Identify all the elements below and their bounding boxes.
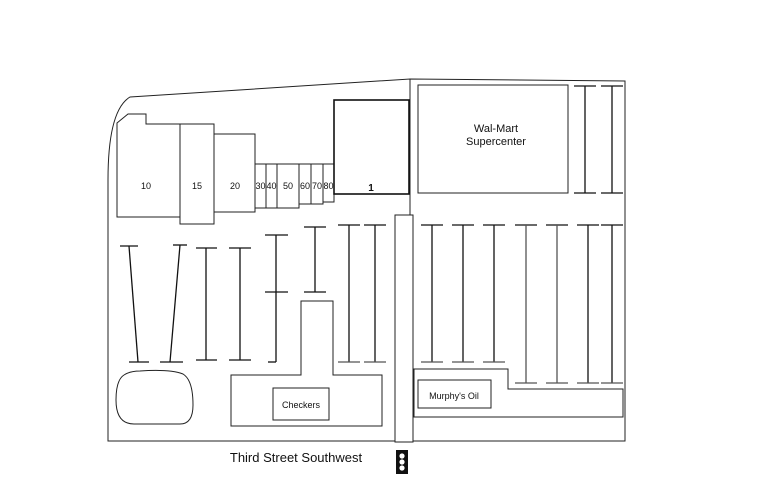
building-unit-15[interactable] — [179, 123, 215, 225]
building-unit-10[interactable] — [116, 113, 181, 218]
checkers-pad — [230, 300, 383, 427]
walmart-supercenter-building[interactable] — [417, 84, 569, 194]
walmart-label-line1: Wal-Mart — [474, 123, 518, 135]
retention-pond — [115, 369, 194, 425]
street-name-label: Third Street Southwest — [230, 450, 363, 465]
unit-label-40: 40 — [266, 181, 276, 191]
entrance-median — [394, 214, 414, 443]
unit-label-15: 15 — [192, 181, 202, 191]
building-unit-20[interactable] — [213, 133, 256, 213]
walmart-label-line2: Supercenter — [466, 136, 526, 148]
west-parcel-outline — [107, 78, 411, 442]
unit-label-80: 80 — [323, 181, 333, 191]
unit-label-60: 60 — [300, 181, 310, 191]
parking-rows-east — [421, 85, 623, 384]
murphys-oil-building[interactable] — [417, 379, 492, 409]
unit-label-1: 1 — [368, 183, 374, 194]
unit-label-30: 30 — [255, 181, 265, 191]
murphys-oil-label: Murphy's Oil — [429, 391, 479, 401]
checkers-building[interactable] — [272, 387, 330, 421]
unit-label-10: 10 — [141, 181, 151, 191]
unit-label-50: 50 — [283, 181, 293, 191]
unit-label-20: 20 — [230, 181, 240, 191]
building-unit-1[interactable] — [333, 99, 410, 195]
parking-rows-west — [120, 224, 386, 363]
traffic-light-icon — [396, 450, 408, 474]
checkers-label: Checkers — [282, 400, 321, 410]
unit-label-70: 70 — [312, 181, 322, 191]
